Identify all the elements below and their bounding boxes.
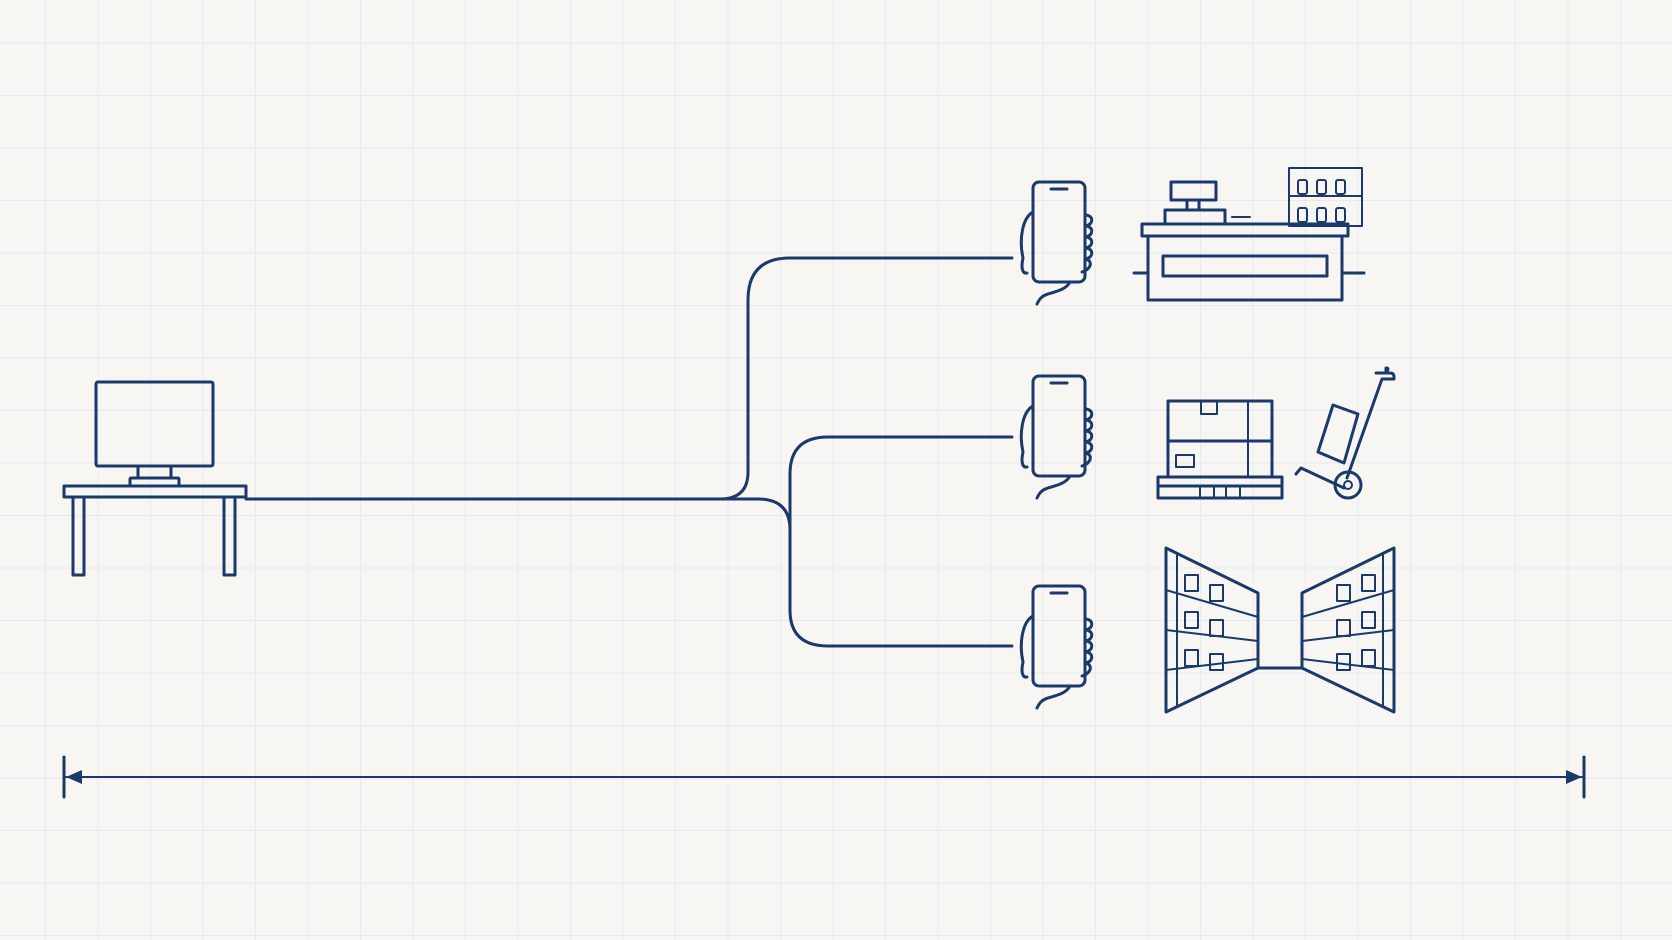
hand-held-smartphone-icon <box>1019 374 1094 500</box>
warehouse-shelving-aisle-icon <box>1164 546 1396 714</box>
retail-checkout-counter-icon <box>1132 167 1366 302</box>
desktop-computer-on-desk-icon <box>62 380 248 577</box>
connector-to-branch-3 <box>788 528 1014 648</box>
boxes-pallet-and-hand-truck-icon <box>1156 366 1396 500</box>
double-headed-arrow-icon <box>62 755 1586 799</box>
hand-held-smartphone-icon <box>1019 180 1094 306</box>
connector-to-branch-1 <box>244 256 1014 501</box>
connector-to-branch-2 <box>718 435 1014 532</box>
connector-lines <box>244 256 1014 648</box>
hand-held-smartphone-icon <box>1019 584 1094 710</box>
